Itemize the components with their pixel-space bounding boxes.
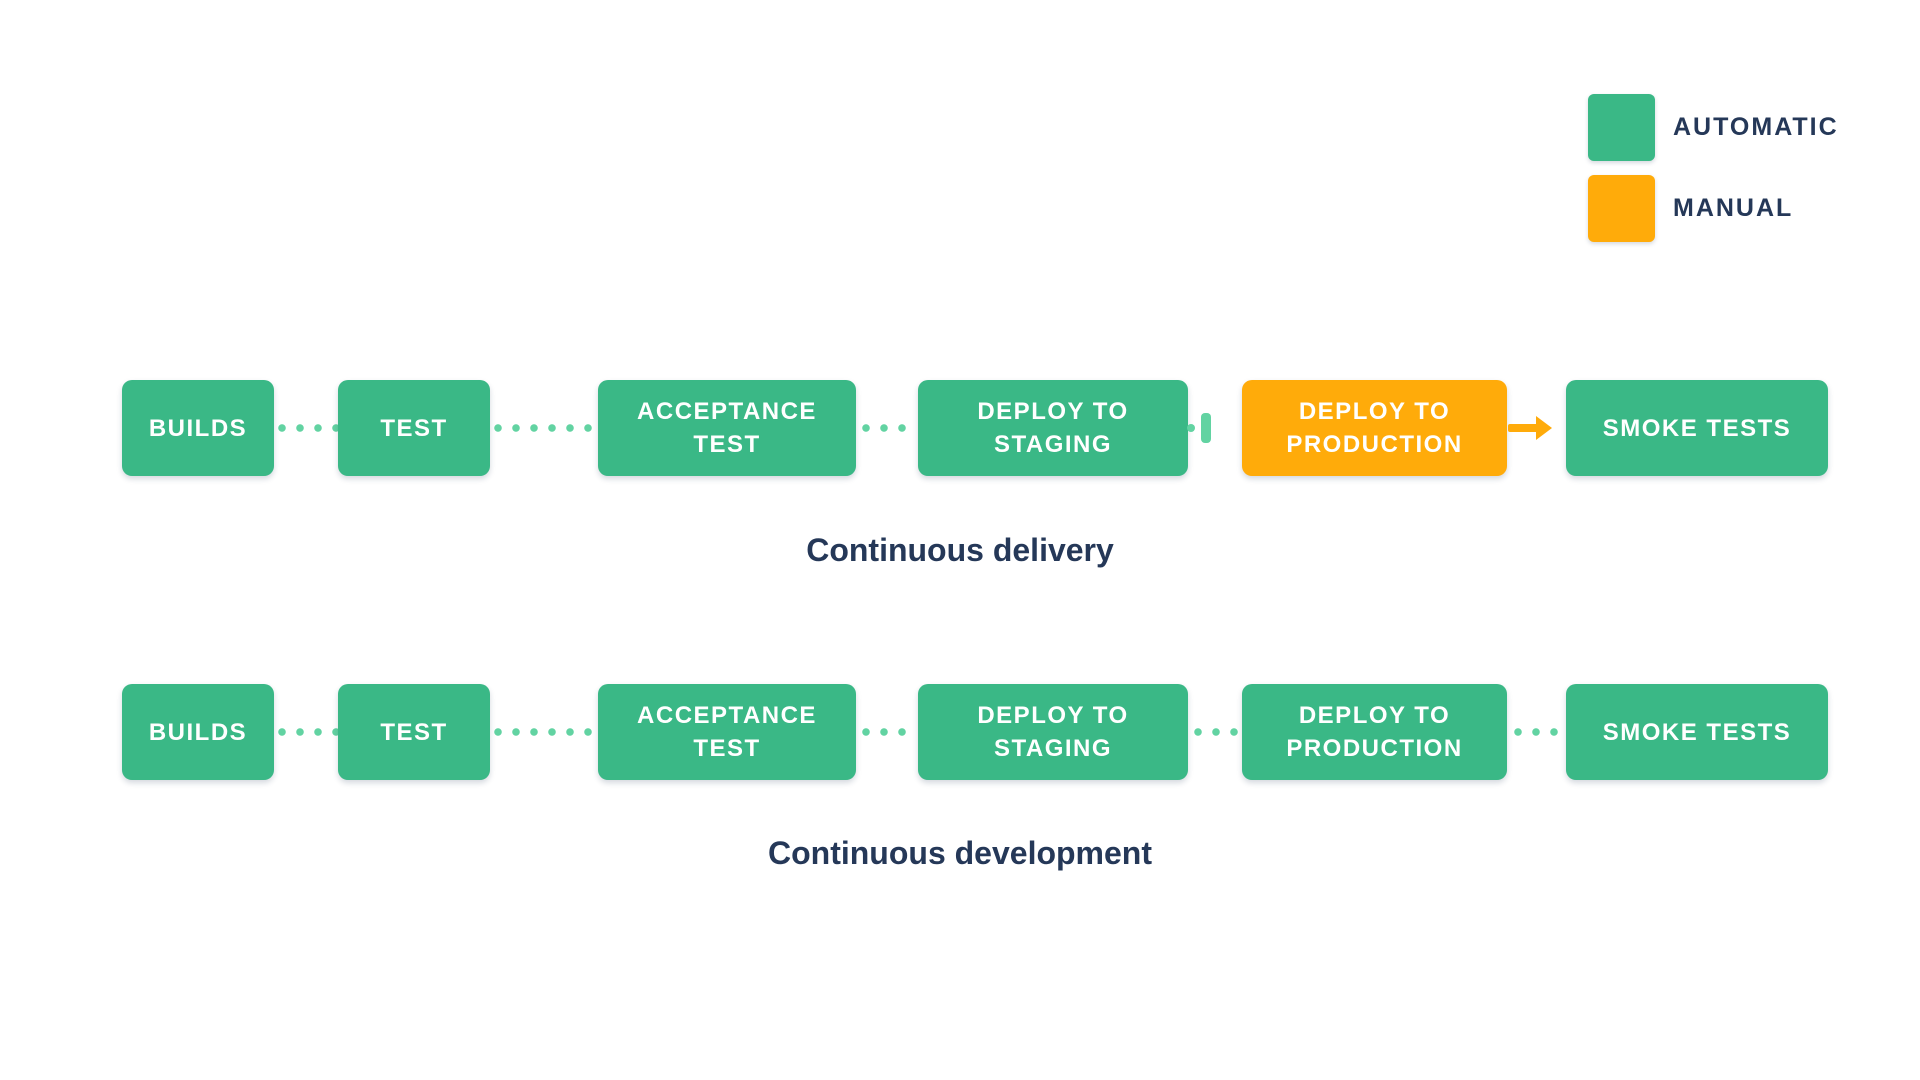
- step-deploy-to-production: DEPLOY TO PRODUCTION: [1242, 684, 1507, 780]
- pipeline-title-continuous-development: Continuous development: [768, 835, 1152, 871]
- manual-gate-dot-icon: [1187, 424, 1195, 432]
- step-label: BUILDS: [148, 718, 248, 746]
- pipeline-title-continuous-delivery: Continuous delivery: [806, 532, 1114, 568]
- step-label: BUILDS: [148, 414, 248, 442]
- arrow-shaft: [1508, 424, 1538, 432]
- dotted-connector: [278, 728, 338, 736]
- manual-swatch-icon: [1588, 175, 1655, 242]
- legend-label-manual: MANUAL: [1673, 194, 1794, 222]
- step-smoke-tests: SMOKE TESTS: [1566, 684, 1828, 780]
- legend-label-automatic: AUTOMATIC: [1673, 113, 1839, 141]
- step-label: SMOKE TESTS: [1602, 718, 1792, 746]
- step-label: SMOKE TESTS: [1602, 414, 1792, 442]
- step-label: DEPLOY TO PRODUCTION: [1286, 702, 1463, 762]
- automatic-swatch-icon: [1588, 94, 1655, 161]
- dotted-connector: [1514, 728, 1562, 736]
- step-deploy-to-production-manual: DEPLOY TO PRODUCTION: [1242, 380, 1507, 476]
- dotted-connector: [494, 728, 598, 736]
- step-label: TEST: [380, 718, 448, 746]
- step-label: TEST: [380, 414, 448, 442]
- step-test: TEST: [338, 380, 490, 476]
- manual-gate-bar-icon: [1201, 413, 1211, 443]
- step-builds: BUILDS: [122, 380, 274, 476]
- step-acceptance-test: ACCEPTANCE TEST: [598, 380, 856, 476]
- dotted-connector: [1194, 728, 1238, 736]
- arrow-head: [1536, 416, 1552, 440]
- dotted-connector: [862, 424, 910, 432]
- dotted-connector: [278, 424, 338, 432]
- legend-item-automatic: AUTOMATIC: [1588, 94, 1839, 161]
- step-smoke-tests: SMOKE TESTS: [1566, 380, 1828, 476]
- step-test: TEST: [338, 684, 490, 780]
- dotted-connector: [862, 728, 910, 736]
- step-label: ACCEPTANCE TEST: [637, 398, 817, 458]
- step-deploy-to-staging: DEPLOY TO STAGING: [918, 684, 1188, 780]
- manual-arrow-icon: [1508, 416, 1552, 440]
- step-label: DEPLOY TO STAGING: [977, 398, 1129, 458]
- legend: AUTOMATIC MANUAL: [1588, 94, 1839, 256]
- step-label: DEPLOY TO PRODUCTION: [1286, 398, 1463, 458]
- dotted-connector: [494, 424, 598, 432]
- step-label: ACCEPTANCE TEST: [637, 702, 817, 762]
- step-deploy-to-staging: DEPLOY TO STAGING: [918, 380, 1188, 476]
- step-acceptance-test: ACCEPTANCE TEST: [598, 684, 856, 780]
- step-builds: BUILDS: [122, 684, 274, 780]
- step-label: DEPLOY TO STAGING: [977, 702, 1129, 762]
- legend-item-manual: MANUAL: [1588, 175, 1839, 242]
